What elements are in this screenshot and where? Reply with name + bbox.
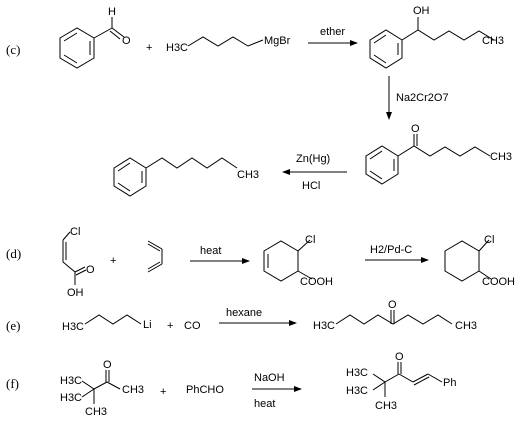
alcohol-product: OH CH3 xyxy=(369,5,504,69)
alcohol-ch3: CH3 xyxy=(482,35,504,47)
ketone-ch3: CH3 xyxy=(490,151,512,163)
pinacolone-ch3-a: CH3 xyxy=(122,384,144,396)
grignard-h3c: H3C xyxy=(166,42,188,54)
reagent-ether: ether xyxy=(320,26,345,38)
reagent-oxidant: Na2Cr2O7 xyxy=(396,92,449,104)
nonanone-ch3: CH3 xyxy=(455,320,477,332)
acid-o: O xyxy=(86,264,95,276)
buli-li: Li xyxy=(143,319,152,331)
pinacolone: O H3C CH3 H3C CH3 xyxy=(60,359,144,418)
adduct-cl: Cl xyxy=(305,234,315,246)
enone-h3c-b: H3C xyxy=(346,385,368,397)
adduct-cooh: COOH xyxy=(300,276,333,288)
plus-d: + xyxy=(110,255,116,267)
acid-cl: Cl xyxy=(70,226,80,238)
ketone-o: O xyxy=(411,123,420,135)
diels-alder-adduct: Cl COOH xyxy=(263,234,333,288)
benzaldehyde: H O xyxy=(59,6,131,69)
enone-h3c-a: H3C xyxy=(346,367,368,379)
alcohol-oh: OH xyxy=(413,5,430,17)
reagent-heat-d: heat xyxy=(200,245,221,257)
hexylbenzene-product: CH3 xyxy=(113,157,259,197)
aldehyde-o: O xyxy=(122,35,131,47)
pinacolone-h3c-a: H3C xyxy=(60,375,82,387)
product-cl-d: Cl xyxy=(484,234,494,246)
pinacolone-o: O xyxy=(103,359,112,371)
plus-f: + xyxy=(160,386,166,398)
label-d: (d) xyxy=(6,246,21,261)
chloroacrylic-acid: Cl O OH xyxy=(62,226,95,299)
benzaldehyde-text: PhCHO xyxy=(186,384,224,396)
plus-c: + xyxy=(146,42,152,54)
product-cooh-d: COOH xyxy=(482,276,515,288)
label-c: (c) xyxy=(6,42,20,57)
nonanone-o: O xyxy=(388,299,397,311)
enone-ph: Ph xyxy=(443,377,456,389)
reagent-h2: H2/Pd-C xyxy=(370,244,412,256)
enone-o: O xyxy=(395,351,404,363)
enone-ch3: CH3 xyxy=(375,400,397,412)
reagent-heat-f: heat xyxy=(254,398,275,410)
carbon-monoxide: CO xyxy=(184,320,201,332)
nonanone-h3c: H3C xyxy=(313,320,335,332)
enone-product: O H3C H3C CH3 Ph xyxy=(346,351,456,412)
aldehyde-h: H xyxy=(108,6,116,18)
reagent-hcl: HCl xyxy=(302,180,320,192)
grignard-mgbr: MgBr xyxy=(264,35,291,47)
acid-oh: OH xyxy=(67,287,84,299)
reagent-naoh: NaOH xyxy=(254,372,285,384)
chlorocyclohexane-acid: Cl COOH xyxy=(444,234,515,288)
plus-e: + xyxy=(167,320,173,332)
reagent-zn: Zn(Hg) xyxy=(296,153,330,165)
pinacolone-ch3-b: CH3 xyxy=(85,406,107,418)
label-e: (e) xyxy=(6,318,20,333)
ketone-product: O CH3 xyxy=(365,123,512,185)
label-f: (f) xyxy=(6,376,19,391)
hexyl-ch3: CH3 xyxy=(237,169,259,181)
butadiene xyxy=(147,240,163,273)
nonanone-product: H3C O CH3 xyxy=(313,299,477,332)
buli-h3c: H3C xyxy=(62,321,84,333)
reagent-hexane: hexane xyxy=(226,307,262,319)
pentylmagnesium-bromide: H3C MgBr xyxy=(166,35,291,54)
butyllithium: H3C Li xyxy=(62,314,152,333)
pinacolone-h3c-b: H3C xyxy=(60,392,82,404)
